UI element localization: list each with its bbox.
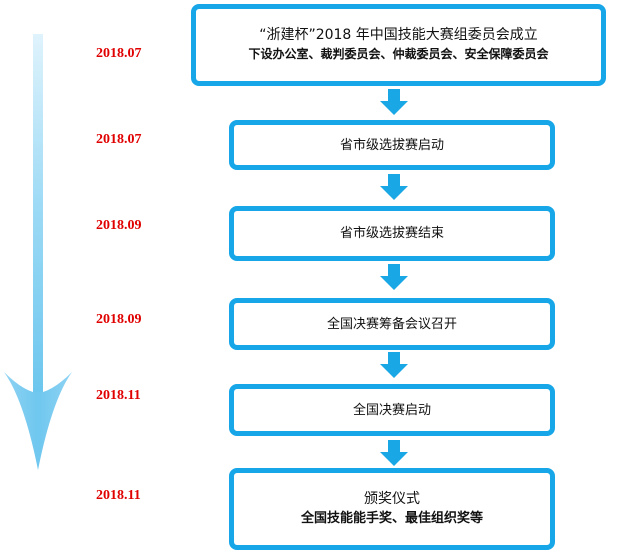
step-2-date: 2018.07	[96, 132, 142, 147]
step-3-date: 2018.09	[96, 218, 142, 233]
connector-arrow-1	[380, 89, 408, 115]
step-3-title: 省市级选拔赛结束	[339, 226, 444, 241]
step-2-box: 省市级选拔赛启动	[229, 120, 555, 170]
timeline-arrow	[4, 34, 72, 470]
step-6-box: 颁奖仪式 全国技能能手奖、最佳组织奖等	[229, 468, 555, 550]
step-4-date: 2018.09	[96, 312, 142, 327]
step-4-title: 全国决赛筹备会议召开	[326, 316, 457, 332]
step-5-box: 全国决赛启动	[229, 384, 555, 436]
timeline-arrow-shaft	[33, 34, 43, 394]
connector-arrow-4	[380, 352, 408, 378]
step-1-box: “浙建杯”2018 年中国技能大赛组委员会成立 下设办公室、裁判委员会、仲裁委员…	[191, 4, 606, 86]
step-5-title: 全国决赛启动	[352, 402, 431, 418]
step-1-detail: 下设办公室、裁判委员会、仲裁委员会、安全保障委员会	[248, 47, 549, 61]
step-6-title: 颁奖仪式	[364, 491, 420, 507]
step-4-box: 全国决赛筹备会议召开	[229, 298, 555, 350]
connector-arrow-3	[380, 264, 408, 290]
timeline-arrow-head	[4, 372, 72, 470]
step-6-date: 2018.11	[96, 488, 141, 503]
step-1-date: 2018.07	[96, 46, 142, 61]
connector-arrow-2	[380, 174, 408, 200]
step-3-box: 省市级选拔赛结束	[229, 206, 555, 261]
connector-arrow-5	[380, 440, 408, 466]
step-6-detail: 全国技能能手奖、最佳组织奖等	[300, 511, 483, 526]
step-1-title: “浙建杯”2018 年中国技能大赛组委员会成立	[259, 27, 538, 43]
step-2-title: 省市级选拔赛启动	[339, 137, 444, 153]
step-5-date: 2018.11	[96, 388, 141, 403]
